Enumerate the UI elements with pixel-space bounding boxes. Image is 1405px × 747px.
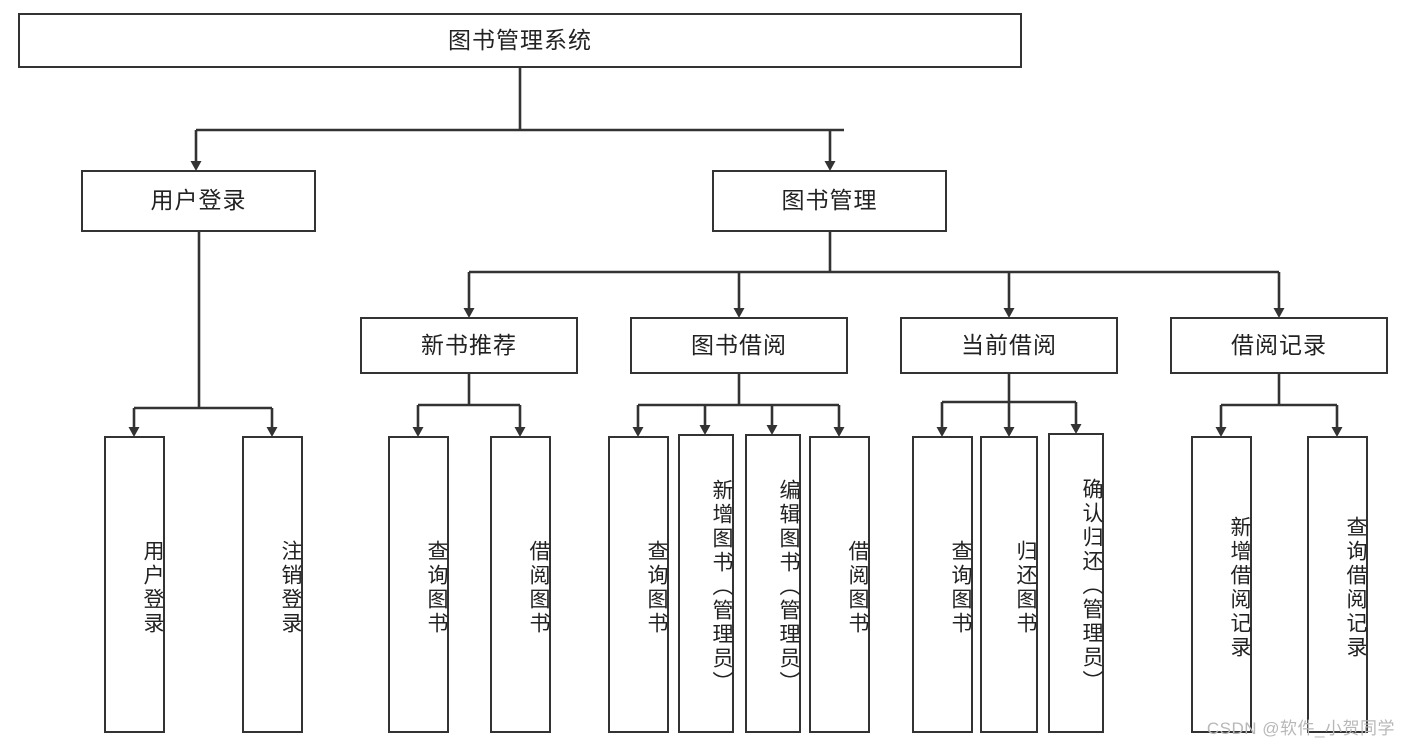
node-label: 确认归还（管理员）: [1080, 478, 1103, 694]
node-leaf-confirm-return-admin[interactable]: 确认归还（管理员）: [1048, 433, 1104, 733]
node-leaf-query-borrow-record[interactable]: 查询借阅记录: [1307, 436, 1368, 733]
node-label: 归还图书: [1014, 539, 1037, 636]
node-label: 查询图书: [425, 539, 448, 636]
node-user-login[interactable]: 用户登录: [81, 170, 316, 232]
node-label: 用户登录: [141, 539, 164, 636]
node-book-management[interactable]: 图书管理: [712, 170, 947, 232]
node-label: 当前借阅: [961, 331, 1057, 358]
node-label: 查询图书: [645, 539, 668, 636]
node-leaf-edit-book-admin[interactable]: 编辑图书（管理员）: [745, 434, 801, 733]
node-book-borrow[interactable]: 图书借阅: [630, 317, 848, 374]
node-label: 查询借阅记录: [1344, 515, 1367, 660]
node-leaf-query-books-borrow[interactable]: 查询图书: [608, 436, 669, 733]
node-label: 新书推荐: [421, 331, 517, 358]
node-label: 借阅记录: [1231, 331, 1327, 358]
node-label: 新增图书（管理员）: [710, 478, 733, 695]
node-new-book-recommend[interactable]: 新书推荐: [360, 317, 578, 374]
node-leaf-query-books-current[interactable]: 查询图书: [912, 436, 973, 733]
node-label: 借阅图书: [846, 539, 869, 636]
node-root-book-management-system[interactable]: 图书管理系统: [18, 13, 1022, 68]
node-current-borrow[interactable]: 当前借阅: [900, 317, 1118, 374]
node-leaf-borrow-books-recommend[interactable]: 借阅图书: [490, 436, 551, 733]
node-leaf-add-borrow-record[interactable]: 新增借阅记录: [1191, 436, 1252, 733]
node-label: 借阅图书: [527, 539, 550, 636]
node-label: 查询图书: [949, 539, 972, 636]
node-borrow-record[interactable]: 借阅记录: [1170, 317, 1388, 374]
node-label: 编辑图书（管理员）: [777, 478, 800, 695]
node-label: 新增借阅记录: [1228, 515, 1251, 660]
node-label: 图书管理: [781, 187, 878, 214]
node-leaf-user-login[interactable]: 用户登录: [104, 436, 165, 733]
node-label: 用户登录: [150, 187, 247, 214]
node-label: 注销登录: [279, 539, 302, 636]
node-leaf-logout[interactable]: 注销登录: [242, 436, 303, 733]
node-leaf-add-book-admin[interactable]: 新增图书（管理员）: [678, 434, 734, 733]
node-leaf-query-books-recommend[interactable]: 查询图书: [388, 436, 449, 733]
node-label: 图书借阅: [691, 331, 787, 358]
node-label: 图书管理系统: [448, 26, 592, 53]
node-leaf-return-books[interactable]: 归还图书: [980, 436, 1038, 733]
csdn-watermark: CSDN @软件_小贺同学: [1206, 719, 1395, 738]
node-leaf-borrow-books[interactable]: 借阅图书: [809, 436, 870, 733]
